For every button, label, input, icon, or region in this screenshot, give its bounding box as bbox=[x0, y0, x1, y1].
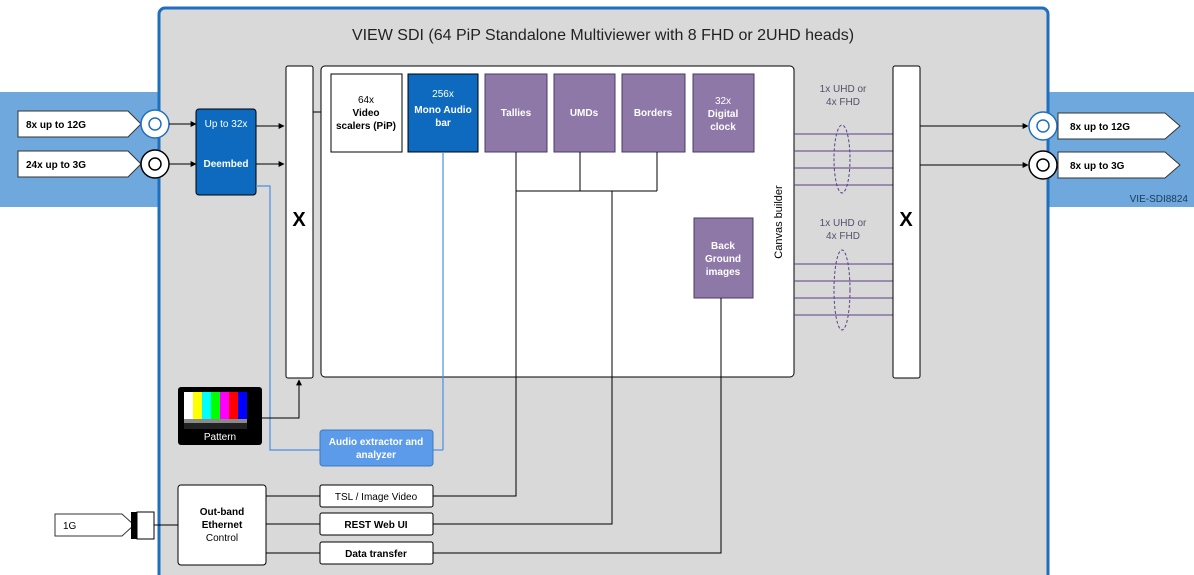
input-12g: 8x up to 12G bbox=[17, 110, 142, 138]
output-3g: 8x up to 3G bbox=[1057, 151, 1181, 179]
mono-audio-bar-block bbox=[407, 73, 479, 153]
pattern-block: Pattern bbox=[178, 387, 262, 445]
clock-line2: Digital bbox=[708, 109, 739, 120]
output-router bbox=[892, 65, 921, 379]
output-12g-label: 8x up to 12G bbox=[1070, 122, 1130, 133]
input-router-label: X bbox=[292, 209, 306, 231]
right-side-panel bbox=[1044, 92, 1194, 207]
input-12g-label: 8x up to 12G bbox=[26, 120, 86, 131]
audio-extractor-block bbox=[319, 429, 434, 467]
deembed-audio-link bbox=[256, 185, 320, 451]
ethernet-line1: Out-band bbox=[200, 507, 244, 518]
connector-out-3g-icon bbox=[1028, 150, 1058, 180]
ethernet-line3: Control bbox=[206, 533, 238, 544]
heads-2-line1: 1x UHD or bbox=[820, 218, 867, 229]
output-bundle-1-grouping bbox=[833, 124, 851, 194]
borders-label: Borders bbox=[634, 108, 673, 119]
umds-label: UMDs bbox=[570, 108, 599, 119]
rest-link bbox=[433, 191, 613, 525]
background-images-block bbox=[693, 217, 754, 299]
pattern-label: Pattern bbox=[204, 432, 236, 443]
deembed-block bbox=[195, 108, 257, 196]
left-side-panel bbox=[0, 92, 162, 207]
clock-line1: 32x bbox=[715, 96, 731, 107]
audio-extractor-line2: analyzer bbox=[356, 450, 396, 461]
digital-clock-block bbox=[692, 73, 755, 153]
output-3g-label: 8x up to 3G bbox=[1070, 161, 1125, 172]
background-line1: Back bbox=[711, 241, 735, 252]
diagram-title: VIEW SDI (64 PiP Standalone Multiviewer … bbox=[352, 27, 854, 44]
tsl-link bbox=[433, 191, 517, 497]
output-router-label: X bbox=[899, 209, 913, 231]
connector-in-12g-icon bbox=[140, 109, 170, 139]
tallies-block bbox=[484, 73, 548, 153]
canvas-builder-label: Canvas builder bbox=[773, 185, 785, 259]
ethernet-control-block bbox=[177, 484, 267, 566]
borders-block bbox=[621, 73, 686, 153]
scalers-line2: Video bbox=[352, 108, 379, 119]
ethernet-input-label: 1G bbox=[63, 521, 77, 532]
deembed-line1: Up to 32x bbox=[205, 119, 248, 130]
input-3g: 24x up to 3G bbox=[17, 150, 142, 178]
video-scalers-block bbox=[330, 73, 403, 153]
heads-1-line2: 4x FHD bbox=[826, 97, 860, 108]
audio-bar-line2: Mono Audio bbox=[414, 105, 471, 116]
scalers-line3: scalers (PiP) bbox=[336, 121, 396, 132]
scalers-line1: 64x bbox=[358, 95, 374, 106]
ethernet-input: 1G bbox=[54, 513, 135, 537]
input-3g-label: 24x up to 3G bbox=[26, 160, 86, 171]
input-router bbox=[285, 65, 314, 379]
rest-service-label: REST Web UI bbox=[344, 520, 407, 531]
clock-line3: clock bbox=[710, 122, 736, 133]
audio-bar-line1: 256x bbox=[432, 89, 454, 100]
deembed-line2: Deembed bbox=[203, 159, 248, 170]
data-link bbox=[433, 298, 722, 554]
data-transfer-label: Data transfer bbox=[345, 549, 407, 560]
tsl-service-label: TSL / Image Video bbox=[335, 492, 418, 503]
audio-bar-line3: bar bbox=[435, 118, 451, 129]
background-line3: images bbox=[706, 267, 741, 278]
model-label: VIE-SDI8824 bbox=[1130, 194, 1189, 205]
ethernet-line2: Ethernet bbox=[202, 520, 243, 531]
heads-1-line1: 1x UHD or bbox=[820, 84, 867, 95]
umds-block bbox=[553, 73, 616, 153]
output-lines-bundle-2 bbox=[794, 263, 893, 316]
tallies-label: Tallies bbox=[501, 108, 532, 119]
background-line2: Ground bbox=[705, 254, 741, 265]
connector-in-3g-icon bbox=[140, 149, 170, 179]
heads-2-line2: 4x FHD bbox=[826, 231, 860, 242]
output-lines-bundle-1 bbox=[794, 133, 893, 186]
audio-extractor-line1: Audio extractor and bbox=[329, 437, 423, 448]
connector-out-12g-icon bbox=[1028, 111, 1058, 141]
output-bundle-2-grouping bbox=[833, 249, 851, 331]
output-12g: 8x up to 12G bbox=[1057, 112, 1181, 140]
rj45-connector-icon bbox=[131, 511, 155, 540]
